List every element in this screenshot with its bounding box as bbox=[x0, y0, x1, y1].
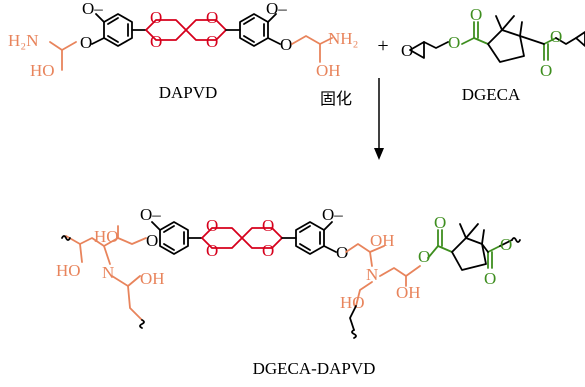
product-left-n: N bbox=[102, 263, 114, 282]
dapvd-name: DAPVD bbox=[159, 83, 218, 102]
product-right-methoxy: O– bbox=[322, 205, 343, 224]
dapvd-left-methoxy: O– bbox=[82, 0, 103, 18]
dapvd-left-benzene bbox=[91, 13, 147, 47]
dapvd-h2n-label: H₂N bbox=[8, 31, 38, 50]
dapvd-core-o4: O bbox=[206, 32, 218, 51]
product-core-o3: O bbox=[262, 216, 274, 235]
product-core-o1: O bbox=[206, 216, 218, 235]
product-carbonyl-o-right: O bbox=[484, 269, 496, 288]
product-ester-o-right: O bbox=[500, 235, 512, 254]
product-left-benzene bbox=[151, 221, 203, 255]
product-right-amine-network bbox=[345, 243, 421, 307]
dgeca-camphoric-core bbox=[461, 21, 557, 61]
product-left-ho-1: HO bbox=[94, 227, 119, 246]
dapvd-core-o2: O bbox=[150, 32, 162, 51]
dgeca-ester-o-left: O bbox=[448, 33, 460, 52]
dgeca-carbonyl-o-right: O bbox=[540, 61, 552, 80]
product-right-oh-2: OH bbox=[396, 283, 421, 302]
dgeca-name: DGECA bbox=[462, 85, 521, 104]
dapvd-right-oh-label: OH bbox=[316, 61, 341, 80]
product-cyclopentane bbox=[451, 223, 521, 271]
dapvd-left-ether-o: O bbox=[80, 33, 92, 52]
dgeca-ester-o-right: O bbox=[550, 27, 562, 46]
product-right-n: N bbox=[366, 265, 378, 284]
product-structure: HO HO N OH O O– O O O O bbox=[56, 205, 521, 339]
dapvd-left-ho-label: HO bbox=[30, 61, 55, 80]
dapvd-core-o1: O bbox=[150, 8, 162, 27]
product-left-ho-2: HO bbox=[56, 261, 81, 280]
dapvd-right-ether-o: O bbox=[280, 35, 292, 54]
dapvd-right-amine-arm bbox=[291, 35, 333, 63]
product-core-o4: O bbox=[262, 241, 274, 260]
product-left-ether-o: O bbox=[146, 231, 158, 250]
product-carbonyl-o-left: O bbox=[434, 213, 446, 232]
product-left-squiggles bbox=[61, 235, 145, 329]
curing-condition-label: 固化 bbox=[320, 89, 352, 108]
dgeca-left-epoxide bbox=[409, 41, 449, 59]
product-left-oh: OH bbox=[140, 269, 165, 288]
product-right-ether-o: O bbox=[336, 243, 348, 262]
dgeca-carbonyl-o-left: O bbox=[470, 5, 482, 24]
dgeca-epoxide-o-left: O bbox=[401, 41, 413, 60]
product-name: DGECA-DAPVD bbox=[253, 359, 376, 378]
dapvd-right-methoxy: O– bbox=[266, 0, 287, 18]
product-ester-o-left: O bbox=[418, 247, 430, 266]
product-right-ho: HO bbox=[340, 293, 365, 312]
dapvd-core-o3: O bbox=[206, 8, 218, 27]
dgeca-cyclopentane bbox=[487, 15, 585, 63]
dgeca-structure: O O O O O bbox=[401, 5, 585, 80]
product-left-methoxy: O– bbox=[140, 205, 161, 224]
product-camphoric-ester bbox=[427, 229, 501, 269]
dapvd-structure: H₂N HO O O– O O O O bbox=[8, 0, 358, 80]
product-left-amine-network bbox=[65, 225, 147, 321]
dapvd-nh2-label: NH₂ bbox=[328, 29, 358, 48]
reaction-arrow bbox=[374, 78, 384, 160]
plus-sign: + bbox=[377, 35, 388, 57]
product-core-o2: O bbox=[206, 241, 218, 260]
dapvd-right-benzene bbox=[225, 13, 281, 47]
product-right-benzene bbox=[281, 221, 337, 255]
dapvd-left-amine-arm bbox=[49, 41, 77, 71]
product-right-oh-1: OH bbox=[370, 231, 395, 250]
product-right-squiggles bbox=[349, 305, 357, 339]
